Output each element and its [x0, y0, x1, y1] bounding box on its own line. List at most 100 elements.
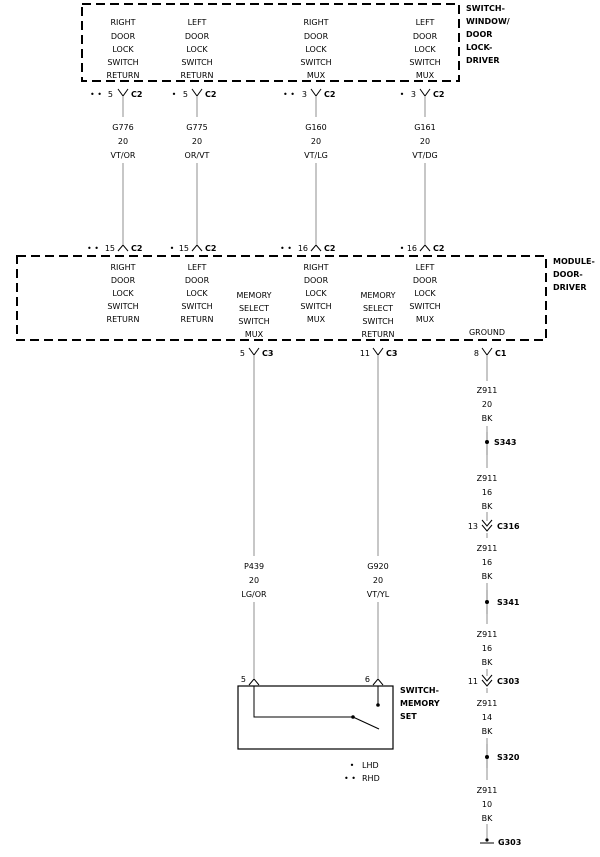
connector-name: C303 [497, 677, 520, 686]
connector-pin[interactable]: • • 5 C2 [90, 88, 142, 99]
function-label: RETURN [107, 315, 140, 324]
wire-gauge: 14 [482, 713, 492, 722]
function-label: MEMORY [236, 291, 271, 300]
splice-s341[interactable]: S341 [485, 590, 520, 614]
legend-dots: • • [344, 774, 356, 783]
wire-color: BK [482, 572, 493, 581]
pin-number: 5 [240, 349, 245, 358]
switch-window-title-line: SWITCH- [466, 4, 505, 13]
wire-color: OR/VT [185, 151, 210, 160]
connector-pin[interactable]: • • 15 C2 [87, 244, 142, 253]
function-label: RETURN [107, 71, 140, 80]
wire-circuit: Z911 [477, 699, 498, 708]
connector-pin[interactable]: • 3 C2 [400, 88, 445, 99]
connector-pin[interactable]: 5 C3 [240, 347, 274, 358]
vehicle-dots: • • [90, 90, 102, 99]
pin-number: 16 [407, 244, 417, 253]
function-label: LOCK [414, 289, 436, 298]
switch-window-title-line: DRIVER [466, 56, 500, 65]
splice-s320[interactable]: S320 [485, 744, 520, 768]
upper-wires [122, 96, 426, 244]
connector-pin[interactable]: • 15 C2 [170, 244, 217, 253]
pin-number: 8 [474, 349, 479, 358]
function-label: RIGHT [303, 263, 328, 272]
wire-circuit: Z911 [477, 386, 498, 395]
module-door-driver-box [16, 255, 547, 341]
pin-number: 15 [105, 244, 115, 253]
connector-pin[interactable]: 8 C1 [474, 347, 507, 358]
wire-circuit: Z911 [477, 630, 498, 639]
connector-name: C316 [497, 522, 520, 531]
connector-name: C2 [205, 244, 216, 253]
function-label: DOOR [111, 276, 136, 285]
wire-gauge: 20 [192, 137, 202, 146]
memory-switch: 5 6 SWITCH- MEMORY SET [237, 675, 440, 750]
function-label: MEMORY [360, 291, 395, 300]
pin-number: 5 [241, 675, 246, 684]
wire-gauge: 16 [482, 644, 492, 653]
switch-window-pins: • • 5 C2 • 5 C2 • • 3 C2 • 3 C2 [90, 88, 445, 99]
function-label: LOCK [414, 45, 436, 54]
module-functions: RIGHT DOOR LOCK SWITCH RETURN LEFT DOOR … [107, 263, 505, 339]
connector-c303[interactable]: 11 C303 [468, 674, 520, 687]
memory-switch-pin[interactable]: 6 [365, 675, 384, 686]
function-label: RETURN [362, 330, 395, 339]
connector-pin[interactable]: • 16 C2 [400, 244, 445, 253]
switch-window-title-line: WINDOW/ [466, 17, 510, 26]
lower-wires [253, 355, 379, 678]
switch-window-title-line: DOOR [466, 30, 492, 39]
vehicle-dots: • [400, 244, 405, 253]
wire-gauge: 20 [118, 137, 128, 146]
memory-switch-title-line: SWITCH- [400, 686, 439, 695]
function-label: SELECT [239, 304, 269, 313]
wire-color: VT/LG [304, 151, 328, 160]
splice-label: S343 [494, 438, 516, 447]
function-label: MUX [416, 71, 435, 80]
splice-s343[interactable]: S343 [485, 432, 516, 455]
function-label: LEFT [188, 263, 207, 272]
function-label: SWITCH [362, 317, 393, 326]
function-label: LEFT [188, 18, 207, 27]
connector-name: C1 [495, 349, 507, 358]
function-label: DOOR [304, 276, 329, 285]
pin-number: 5 [108, 90, 113, 99]
ground-g303[interactable]: G303 [480, 838, 521, 847]
function-label: LOCK [305, 45, 327, 54]
function-label: RETURN [181, 315, 214, 324]
function-label: DOOR [185, 276, 210, 285]
wire-color: BK [482, 814, 493, 823]
module-title-line: DOOR- [553, 270, 583, 279]
ground-label: G303 [498, 838, 521, 847]
wire-color: VT/OR [111, 151, 136, 160]
wire-gauge: 10 [482, 800, 492, 809]
memory-switch-title-line: SET [400, 712, 417, 721]
wire-gauge: 20 [482, 400, 492, 409]
function-label: SWITCH [300, 302, 331, 311]
pin-number: 11 [360, 349, 370, 358]
vehicle-dots: • • [87, 244, 99, 253]
module-title-line: MODULE- [553, 257, 595, 266]
connector-pin[interactable]: • • 3 C2 [283, 88, 335, 99]
wire-color: VT/DG [412, 151, 437, 160]
vehicle-dots: • • [283, 90, 295, 99]
wire-circuit: G160 [305, 123, 326, 132]
function-label: SWITCH [107, 302, 138, 311]
wire-circuit: G161 [414, 123, 435, 132]
wire-color: BK [482, 658, 493, 667]
connector-c316[interactable]: 13 C316 [468, 519, 520, 532]
function-label: MUX [307, 71, 326, 80]
function-label: RIGHT [303, 18, 328, 27]
splice-label: S341 [497, 598, 520, 607]
function-label: DOOR [413, 32, 438, 41]
function-label: SWITCH [409, 58, 440, 67]
wire-color: VT/YL [367, 590, 390, 599]
wire-circuit: Z911 [477, 474, 498, 483]
lower-wire-labels: P439 20 LG/OR G920 20 VT/YL [241, 562, 389, 599]
connector-pin[interactable]: • • 16 C2 [280, 244, 335, 253]
legend: • LHD • • RHD [344, 761, 380, 783]
wire-circuit: Z911 [477, 544, 498, 553]
memory-switch-pin[interactable]: 5 [241, 675, 260, 686]
wire-gauge: 20 [249, 576, 259, 585]
connector-pin[interactable]: • 5 C2 [172, 88, 217, 99]
wire-circuit: G775 [186, 123, 207, 132]
